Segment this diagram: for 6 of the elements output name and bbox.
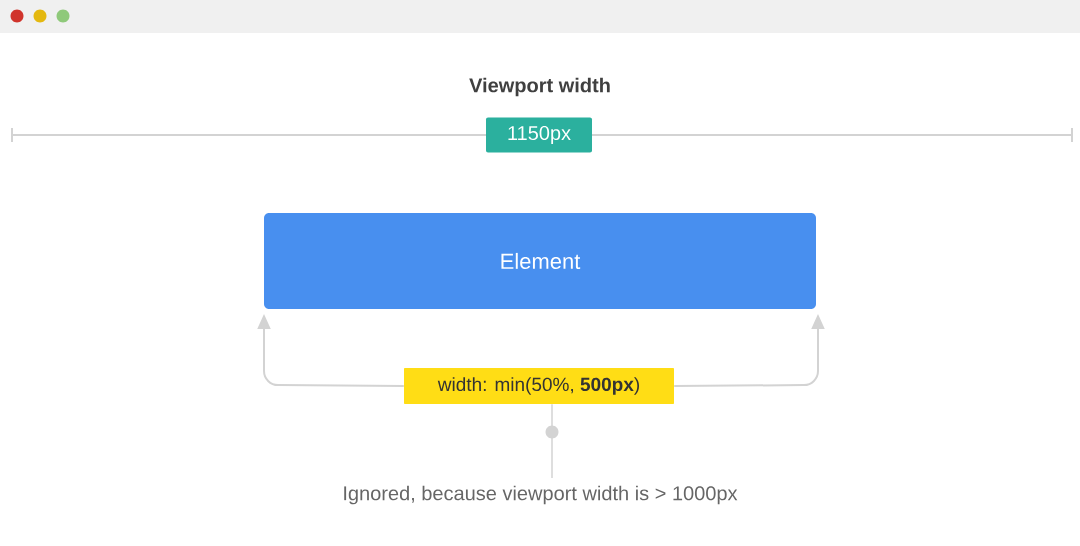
- leader-line: [545, 403, 559, 479]
- value-badge: 1150px: [486, 117, 592, 153]
- note-text: Ignored, because viewport width is > 1000px: [344, 485, 738, 505]
- code-label: width: min(50%, 500px): [404, 368, 674, 404]
- element-box: Element: [264, 213, 816, 309]
- title: Viewport width: [469, 77, 610, 97]
